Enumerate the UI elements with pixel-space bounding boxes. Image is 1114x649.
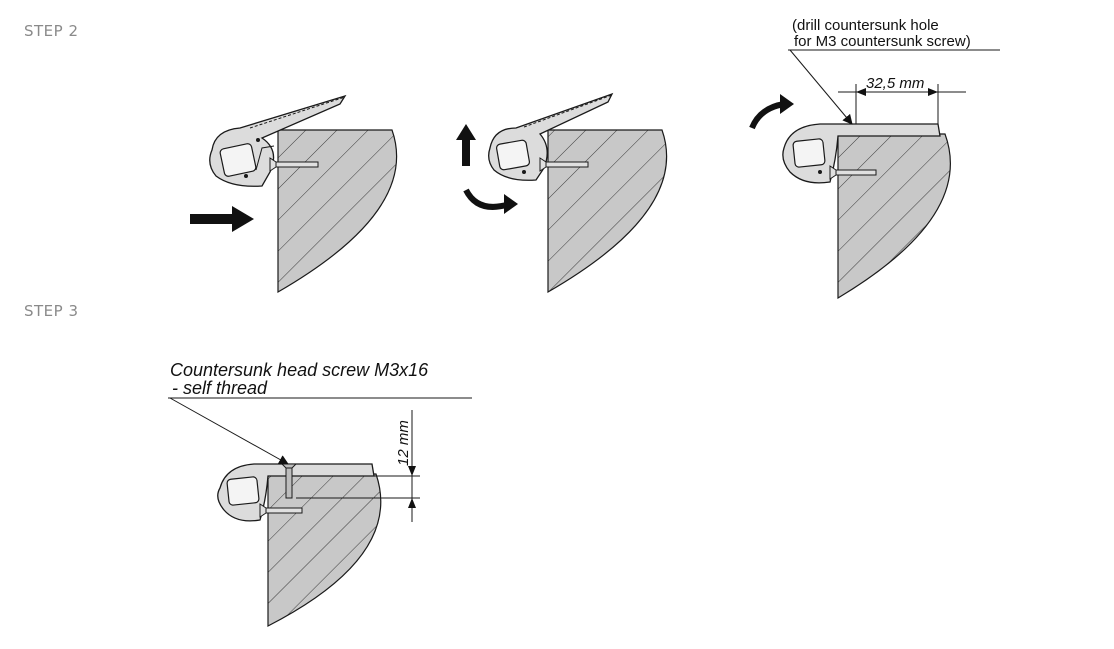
wall-section [267,473,382,627]
drill-note-line-2: for M3 countersunk screw) [794,33,971,50]
screw [829,165,877,180]
step-2-label: STEP 2 [24,22,79,40]
up-arrow-icon [456,124,476,166]
step2-panel-2 [456,92,668,294]
screw-note-line-2: - self thread [172,378,268,398]
step3-panel [168,397,472,627]
push-arrow-icon [190,206,254,232]
screw [539,157,589,172]
wall-section [837,133,951,300]
stair-nosing-profile [209,94,347,187]
screw [269,157,319,172]
wall-section [547,129,668,294]
step2-panel-3 [749,49,1000,300]
screw [259,503,303,518]
drill-note-line-1: (drill countersunk hole [792,17,939,34]
wall-section [277,129,398,294]
rotate-arrow-icon [463,188,511,210]
rotate-arrow-icon [749,101,785,130]
stair-nosing-profile [217,463,375,522]
step-3-label: STEP 3 [24,302,79,320]
countersunk-screw [280,463,298,499]
dimension-12-mm: 12 mm [395,420,412,466]
step2-panel-1 [190,94,398,294]
stair-nosing-profile [782,123,941,184]
screw-note-line-1: Countersunk head screw M3x16 [170,360,429,380]
dimension-32-5-mm: 32,5 mm [866,75,924,92]
